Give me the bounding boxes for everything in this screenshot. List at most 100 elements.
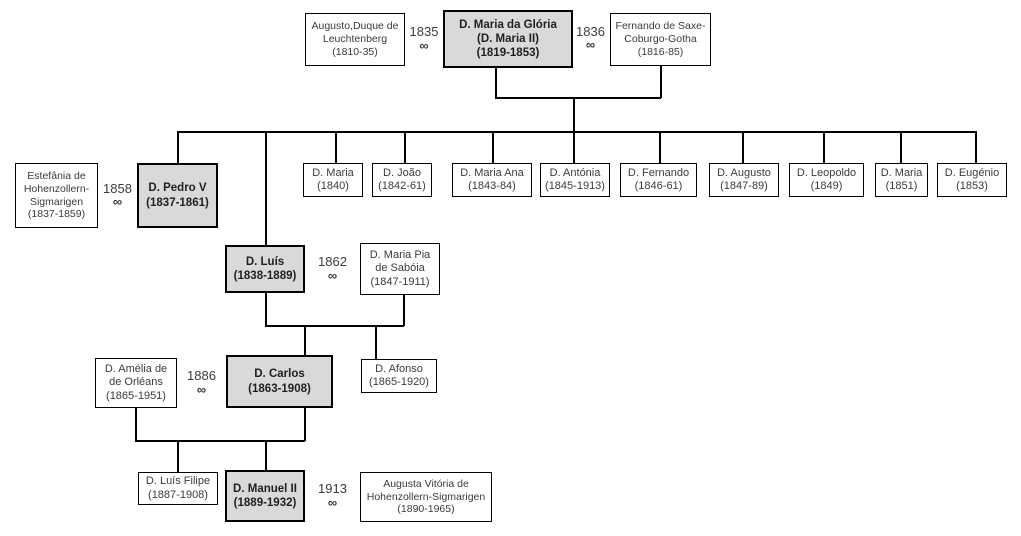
marriage-label-1886: 1886 ∞	[177, 358, 226, 408]
person-alias: (D. Maria II)	[477, 32, 539, 45]
person-name-2: de Sabóia	[375, 262, 425, 275]
connector-line	[135, 407, 137, 441]
connector-line	[265, 293, 267, 326]
marriage-year: 1836	[576, 23, 605, 39]
person-dates: (1838-1889)	[233, 270, 297, 282]
person-dates: (1887-1908)	[148, 488, 208, 501]
connector-line	[265, 440, 267, 470]
person-box-fernando-saxe: Fernando de Saxe-Coburgo-Gotha (1816-85)	[610, 13, 711, 66]
connector-line	[265, 131, 267, 245]
person-dates: (1853)	[956, 180, 988, 192]
connector-line	[495, 97, 661, 99]
person-label: Estefânia de Hohenzollern-Sigmarigen (18…	[23, 169, 90, 221]
connector-line	[742, 131, 744, 163]
marriage-infinity-icon: ∞	[419, 37, 429, 53]
marriage-infinity-icon: ∞	[327, 494, 338, 510]
person-dates: (1849)	[810, 180, 843, 192]
person-name: D. Maria Pia	[369, 248, 431, 261]
person-dates: (1863-1908)	[248, 382, 311, 395]
person-dates: (1837-1861)	[146, 196, 209, 209]
person-name: D. Augusto	[717, 166, 771, 179]
person-box-leopoldo: D. Leopoldo (1849)	[789, 163, 864, 197]
person-dates: (1865-1951)	[106, 389, 166, 402]
person-box-afonso: D. Afonso (1865-1920)	[361, 359, 437, 393]
person-box-fernando-1846: D. Fernando (1846-61)	[620, 163, 697, 197]
marriage-infinity-icon: ∞	[112, 194, 123, 209]
person-name: D. Maria Ana	[460, 166, 524, 179]
person-dates: (1842-61)	[378, 180, 426, 192]
marriage-infinity-icon: ∞	[196, 381, 207, 397]
marriage-year: 1886	[187, 368, 216, 384]
connector-line	[177, 131, 179, 163]
person-box-carlos: D. Carlos (1863-1908)	[226, 355, 333, 408]
person-dates: (1819-1853)	[476, 47, 540, 59]
person-dates: (1847-89)	[720, 180, 768, 192]
person-box-luis: D. Luís (1838-1889)	[225, 245, 305, 293]
person-name: D. Luís Filipe	[145, 475, 211, 488]
person-box-estefania: Estefânia de Hohenzollern-Sigmarigen (18…	[15, 163, 98, 228]
person-dates: (1845-1913)	[545, 180, 605, 192]
connector-line	[335, 131, 337, 163]
person-name: D. Manuel II	[233, 482, 297, 495]
connector-line	[404, 131, 406, 163]
person-dates: (1846-61)	[634, 180, 683, 192]
marriage-year: 1858	[103, 180, 132, 196]
connector-line	[375, 325, 377, 359]
person-name: D. Maria da Glória	[459, 18, 557, 31]
person-name: D. Eugénio	[944, 166, 1000, 179]
person-name: D. Pedro V	[148, 182, 207, 195]
connector-line	[304, 325, 306, 356]
person-name: D. Antónia	[549, 166, 601, 179]
person-box-maria-ana: D. Maria Ana (1843-84)	[452, 163, 532, 197]
connector-line	[492, 131, 494, 163]
connector-line	[495, 68, 497, 98]
connector-line	[823, 131, 825, 163]
person-name-2: de Orléans	[109, 376, 163, 389]
person-box-maria-pia: D. Maria Pia de Sabóia (1847-1911)	[360, 243, 440, 295]
person-dates: (1840)	[317, 180, 349, 192]
person-name: D. João	[383, 166, 421, 179]
person-name: D. Carlos	[254, 368, 305, 381]
person-box-manuel-ii: D. Manuel II (1889-1932)	[225, 470, 305, 522]
person-box-augusto-1847: D. Augusto (1847-89)	[709, 163, 779, 197]
person-dates: (1865-1920)	[369, 376, 429, 388]
connector-line	[135, 440, 305, 442]
person-name: D. Maria	[880, 166, 923, 179]
person-name: D. Afonso	[375, 362, 423, 375]
person-box-maria-ii: D. Maria da Glória (D. Maria II) (1819-1…	[443, 10, 573, 68]
person-name: D. Amélia de	[104, 362, 168, 375]
person-name: D. Fernando	[627, 166, 690, 179]
sibling-bus-line	[177, 131, 976, 133]
marriage-infinity-icon: ∞	[327, 267, 338, 283]
person-box-augusto-leuchtenberg: Augusto,Duque de Leuchtenberg (1810-35)	[305, 13, 405, 66]
person-box-luis-filipe: D. Luís Filipe (1887-1908)	[138, 472, 218, 505]
person-dates: (1889-1932)	[233, 497, 297, 509]
person-dates: (1843-84)	[468, 180, 516, 192]
person-name: D. Leopoldo	[796, 166, 857, 179]
connector-line	[573, 97, 575, 163]
person-label: Augusto,Duque de Leuchtenberg (1810-35)	[311, 20, 399, 58]
connector-line	[265, 325, 404, 327]
person-box-amelia: D. Amélia de de Orléans (1865-1951)	[95, 358, 177, 408]
connector-line	[660, 66, 662, 98]
person-box-eugenio: D. Eugénio (1853)	[937, 163, 1007, 197]
person-box-joao: D. João (1842-61)	[372, 163, 432, 197]
connector-line	[900, 131, 902, 163]
connector-line	[975, 131, 977, 163]
marriage-year: 1835	[409, 24, 439, 40]
marriage-label-1862: 1862 ∞	[305, 245, 360, 293]
marriage-label-1836: 1836 ∞	[574, 10, 607, 67]
person-box-maria-1851: D. Maria (1851)	[875, 163, 928, 197]
person-box-augusta-vitoria: Augusta Vitória de Hohenzollern-Sigmarig…	[360, 472, 492, 522]
connector-line	[659, 131, 661, 163]
person-label: Augusta Vitória de Hohenzollern-Sigmarig…	[366, 477, 486, 516]
connector-line	[403, 295, 405, 326]
person-dates: (1851)	[885, 180, 918, 192]
person-label: Fernando de Saxe-Coburgo-Gotha (1816-85)	[615, 20, 706, 58]
person-name: D. Maria	[312, 166, 354, 179]
marriage-label-1835: 1835 ∞	[405, 10, 443, 68]
connector-line	[304, 408, 306, 441]
person-dates: (1847-1911)	[370, 275, 430, 288]
person-name: D. Luís	[245, 255, 285, 268]
